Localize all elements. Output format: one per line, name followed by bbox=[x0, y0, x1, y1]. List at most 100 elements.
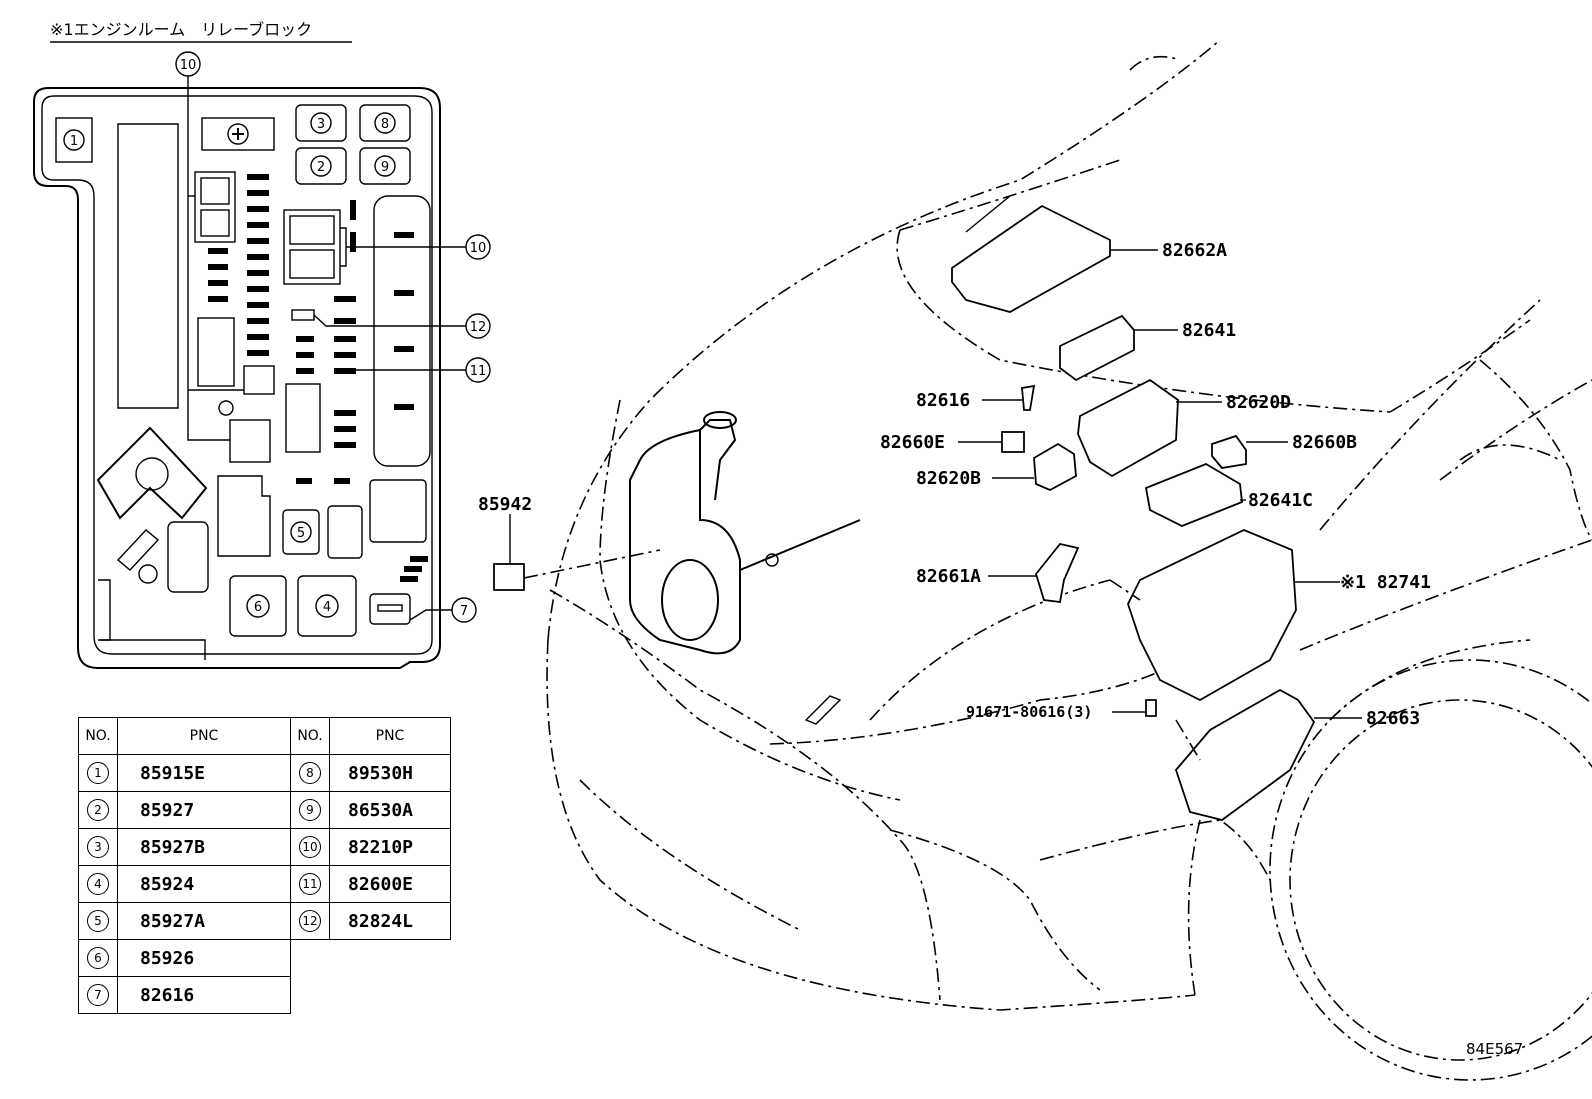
fender-crease bbox=[1299, 539, 1592, 651]
slot-6-number: 6 bbox=[254, 600, 262, 615]
fender-front bbox=[1187, 819, 1201, 996]
callout-12-lead bbox=[313, 314, 466, 327]
row-number: 10 bbox=[299, 836, 321, 858]
label-82663: 82663 bbox=[1366, 708, 1420, 729]
part-82662a-detail bbox=[965, 195, 1011, 233]
plus-terminal-circle bbox=[227, 123, 249, 145]
label-82641: 82641 bbox=[1182, 320, 1236, 341]
slot-9 bbox=[359, 147, 411, 185]
slot-2-number: 2 bbox=[317, 160, 325, 175]
assembly-guide-b bbox=[1175, 719, 1201, 761]
label-82741: ※1 82741 bbox=[1340, 572, 1431, 593]
row-pnc: 85926 bbox=[117, 939, 291, 977]
callout-12 bbox=[465, 313, 491, 339]
relay-10-a bbox=[289, 215, 335, 245]
header-no: NO. bbox=[78, 717, 118, 755]
wheel-arch bbox=[1329, 639, 1531, 721]
table-row: 2 85927 9 86530A bbox=[78, 791, 451, 829]
slot-5-number: 5 bbox=[297, 526, 305, 541]
parts-group: 82662A 82641 82616 82620D 82660E 82660B … bbox=[478, 195, 1431, 821]
row-pnc: 85927B bbox=[117, 828, 291, 866]
part-85942-shape bbox=[493, 563, 525, 591]
table-row: 1 85915E 8 89530H bbox=[78, 754, 451, 792]
row-pnc: 85927 bbox=[117, 791, 291, 829]
clip-bottom bbox=[100, 639, 206, 660]
tire-inner bbox=[1289, 699, 1592, 1061]
callout-7-lead bbox=[409, 609, 452, 621]
relay-lower-left bbox=[167, 521, 209, 593]
tank-cap bbox=[703, 411, 737, 429]
tire-outer bbox=[1269, 659, 1592, 1081]
slot-1-marker bbox=[63, 129, 85, 151]
row-pnc: 82824L bbox=[329, 902, 451, 940]
row-number: 7 bbox=[87, 984, 109, 1006]
lower-crease bbox=[889, 829, 1101, 991]
callout-12-text: 12 bbox=[470, 320, 487, 335]
row-number: 5 bbox=[87, 910, 109, 932]
label-82662a: 82662A bbox=[1162, 240, 1227, 261]
table-row: 4 85924 11 82600E bbox=[78, 865, 451, 903]
row-number: 8 bbox=[299, 762, 321, 784]
relay-mid-left bbox=[197, 317, 235, 387]
tank-neck bbox=[699, 419, 737, 501]
row-number: 6 bbox=[87, 947, 109, 969]
slot-7 bbox=[369, 593, 411, 625]
mount-bracket bbox=[96, 426, 208, 520]
part-82641c-shape bbox=[1144, 463, 1243, 527]
tank-hose bbox=[739, 519, 861, 571]
slot-9-marker bbox=[374, 155, 396, 177]
relay-10-frame bbox=[283, 209, 341, 285]
row-number: 1 bbox=[87, 762, 109, 784]
label-82660b: 82660B bbox=[1292, 432, 1357, 453]
mount-rib bbox=[116, 529, 160, 571]
relay-lower bbox=[229, 419, 271, 463]
slot-1-number: 1 bbox=[70, 134, 78, 149]
slot-4-marker bbox=[315, 594, 339, 618]
label-82641c: 82641C bbox=[1248, 490, 1313, 511]
slot-8-marker bbox=[374, 112, 396, 134]
row-pnc: 85924 bbox=[117, 865, 291, 903]
relay-lower-right bbox=[369, 479, 427, 543]
callout-10-lead-right bbox=[340, 227, 466, 267]
tank-body bbox=[629, 428, 741, 655]
slot-8 bbox=[359, 104, 411, 142]
part-82662a-shape bbox=[951, 204, 1111, 313]
slot-6-marker bbox=[246, 594, 270, 618]
relay-pair-a bbox=[200, 177, 230, 205]
part-82661a-shape bbox=[1034, 542, 1080, 603]
relay-pair-b bbox=[200, 209, 230, 237]
relay-lower-center bbox=[217, 475, 271, 557]
slot-8-number: 8 bbox=[381, 117, 389, 132]
slot-2 bbox=[295, 147, 347, 185]
callout-11 bbox=[465, 357, 491, 383]
part-82660e-shape bbox=[1001, 431, 1025, 453]
callout-7 bbox=[451, 597, 477, 623]
part-82641-shape bbox=[1059, 314, 1135, 382]
slot-3-number: 3 bbox=[317, 117, 325, 132]
washer-tank bbox=[629, 411, 861, 655]
tank-clip bbox=[765, 553, 779, 567]
small-hole bbox=[218, 400, 234, 416]
diagram-code: 84E567 bbox=[1466, 1040, 1524, 1058]
relay-pair-frame bbox=[194, 171, 236, 243]
callout-10-top bbox=[175, 51, 201, 77]
fuse-column-a bbox=[247, 174, 269, 356]
row-number: 4 bbox=[87, 873, 109, 895]
part-91671-shape bbox=[1145, 699, 1157, 717]
slot-1 bbox=[55, 117, 93, 163]
table-row: 3 85927B 10 82210P bbox=[78, 828, 451, 866]
header-pnc: PNC bbox=[117, 717, 291, 755]
tank-pump bbox=[661, 559, 719, 641]
relay-block-drawing: 1 3 8 2 9 bbox=[33, 76, 441, 669]
callout-10-top-text: 10 bbox=[180, 58, 197, 73]
slot-4-number: 4 bbox=[323, 600, 331, 615]
table-row: 5 85927A 12 82824L bbox=[78, 902, 451, 940]
fascia-mid bbox=[769, 649, 1201, 745]
part-82616-shape bbox=[1021, 384, 1036, 411]
row-pnc: 85915E bbox=[117, 754, 291, 792]
row-pnc: 82600E bbox=[329, 865, 451, 903]
table-row: 6 85926 bbox=[78, 939, 451, 977]
part-82741-shape bbox=[1127, 529, 1297, 702]
wheel-arch-top bbox=[1039, 819, 1271, 881]
